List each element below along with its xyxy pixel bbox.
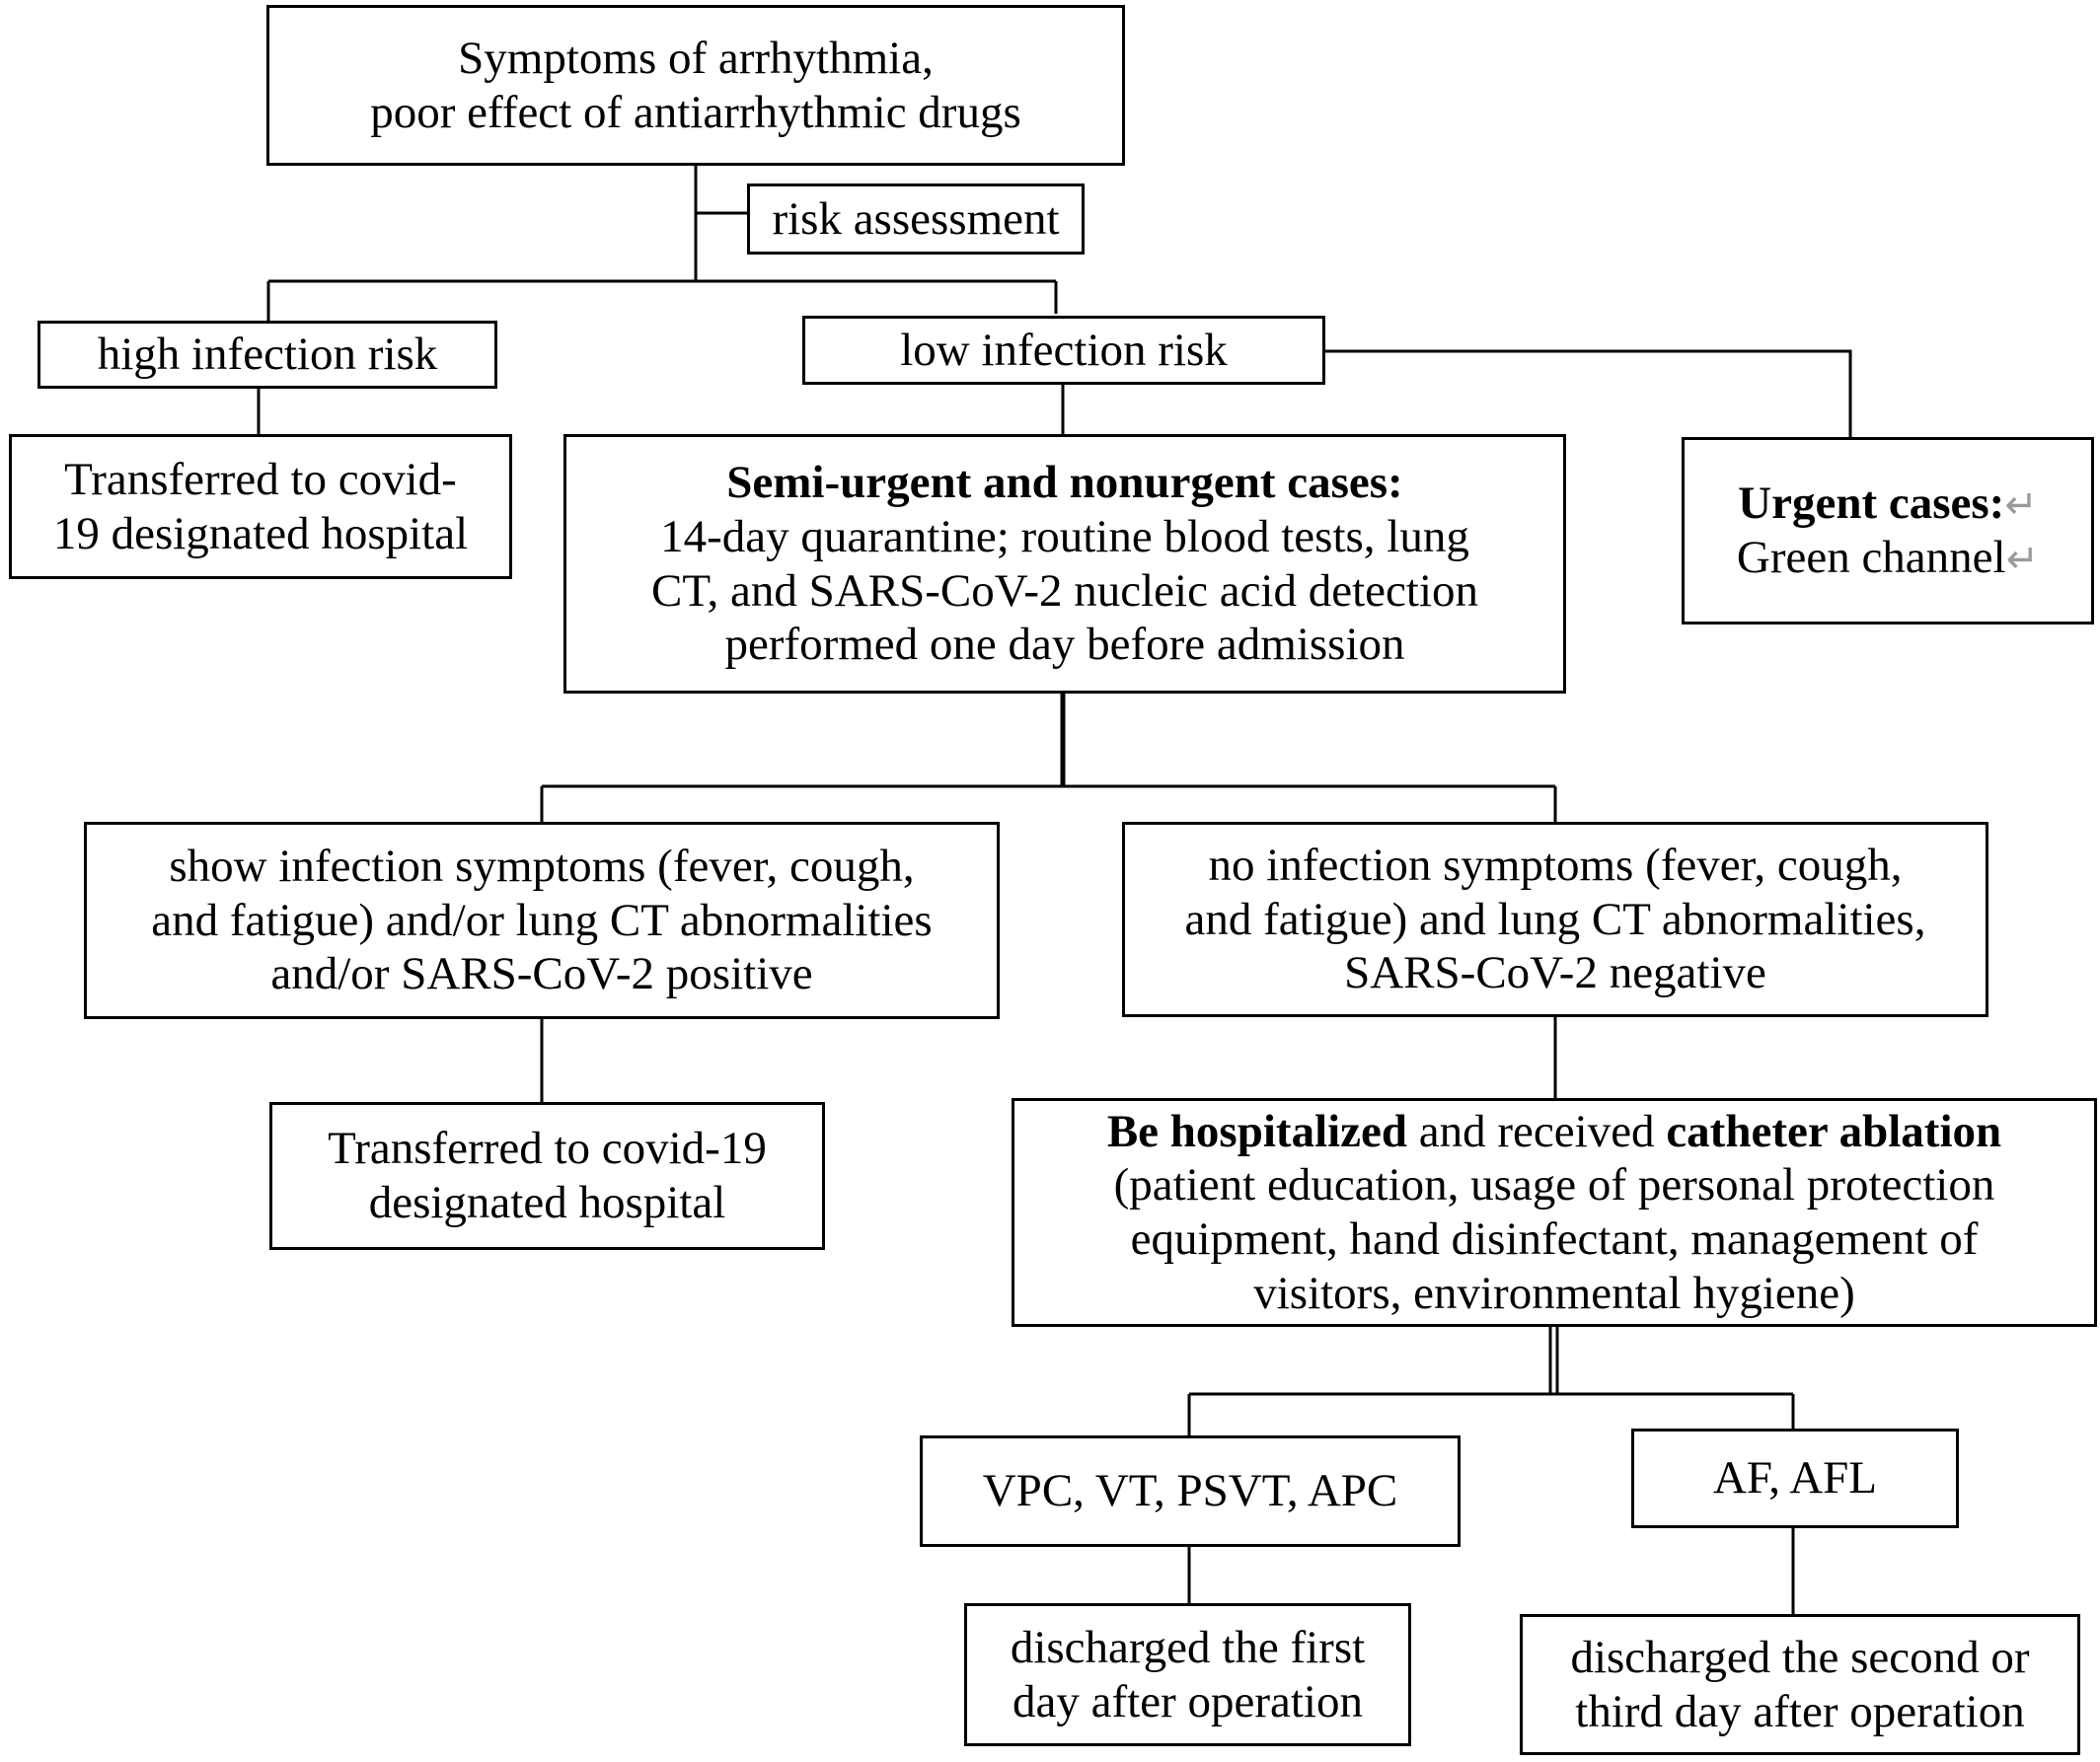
- node-vpc-group-label: VPC, VT, PSVT, APC: [982, 1465, 1398, 1517]
- node-hospitalized-line3: equipment, hand disinfectant, management…: [1130, 1213, 1979, 1265]
- node-transferred-high-line2: 19 designated hospital: [52, 507, 469, 559]
- node-discharge-second-line2: third day after operation: [1575, 1685, 2025, 1737]
- node-symptoms-line2: poor effect of antiarrhythmic drugs: [370, 86, 1021, 138]
- node-urgent-heading: Urgent cases:↵: [1738, 477, 2038, 531]
- node-urgent-line1: Green channel↵: [1737, 531, 2039, 585]
- node-hospitalized-line4: visitors, environmental hygiene): [1253, 1267, 1855, 1319]
- connector-low-to-urgent: [1324, 349, 1852, 437]
- node-risk-assessment-label: risk assessment: [772, 192, 1060, 245]
- node-risk-assessment: risk assessment: [747, 184, 1085, 255]
- return-mark-icon: ↵: [2005, 537, 2040, 581]
- node-urgent-heading-text: Urgent cases:: [1738, 477, 2005, 530]
- node-semi-urgent-heading: Semi-urgent and nonurgent cases:: [726, 456, 1402, 510]
- return-mark-icon: ↵: [2004, 482, 2038, 528]
- node-no-symptoms-line1: no infection symptoms (fever, cough,: [1208, 840, 1903, 892]
- node-transferred-high: Transferred to covid- 19 designated hosp…: [9, 434, 512, 579]
- node-show-symptoms-line2: and fatigue) and/or lung CT abnormalitie…: [151, 894, 933, 946]
- node-high-risk-label: high infection risk: [97, 329, 438, 381]
- node-hospitalized: Be hospitalized and received catheter ab…: [1012, 1098, 2097, 1327]
- node-no-symptoms: no infection symptoms (fever, cough, and…: [1122, 822, 1988, 1017]
- node-discharge-first-line1: discharged the first: [1010, 1621, 1366, 1673]
- node-discharge-second: discharged the second or third day after…: [1520, 1614, 2080, 1755]
- node-symptoms-line1: Symptoms of arrhythmia,: [458, 32, 934, 84]
- node-semi-urgent: Semi-urgent and nonurgent cases: 14-day …: [563, 434, 1566, 694]
- node-hospitalized-line2: (patient education, usage of personal pr…: [1113, 1159, 1995, 1211]
- node-vpc-group: VPC, VT, PSVT, APC: [920, 1435, 1461, 1547]
- node-low-risk: low infection risk: [802, 316, 1325, 385]
- node-symptoms: Symptoms of arrhythmia, poor effect of a…: [266, 5, 1125, 166]
- node-high-risk: high infection risk: [38, 321, 497, 389]
- node-discharge-second-line1: discharged the second or: [1570, 1631, 2030, 1683]
- node-no-symptoms-line2: and fatigue) and lung CT abnormalities,: [1184, 893, 1926, 945]
- node-urgent-line1-text: Green channel: [1736, 532, 2006, 583]
- node-discharge-first: discharged the first day after operation: [964, 1603, 1411, 1746]
- node-show-symptoms-line3: and/or SARS-CoV-2 positive: [270, 948, 813, 1000]
- node-semi-urgent-line1: 14-day quarantine; routine blood tests, …: [660, 510, 1469, 562]
- node-transferred-symptoms: Transferred to covid-19 designated hospi…: [269, 1102, 825, 1250]
- node-af-group: AF, AFL: [1631, 1429, 1959, 1528]
- node-semi-urgent-line3: performed one day before admission: [724, 619, 1405, 671]
- node-transferred-symptoms-line2: designated hospital: [368, 1177, 726, 1228]
- node-semi-urgent-heading-text: Semi-urgent and nonurgent cases:: [726, 457, 1403, 509]
- node-transferred-high-line1: Transferred to covid-: [64, 453, 457, 505]
- node-show-symptoms: show infection symptoms (fever, cough, a…: [84, 822, 1000, 1019]
- node-show-symptoms-line1: show infection symptoms (fever, cough,: [169, 841, 915, 893]
- node-hospitalized-bold2: catheter ablation: [1666, 1105, 2002, 1157]
- node-hospitalized-mid: and received: [1407, 1105, 1667, 1157]
- node-semi-urgent-line2: CT, and SARS-CoV-2 nucleic acid detectio…: [650, 564, 1478, 617]
- node-urgent: Urgent cases:↵ Green channel↵: [1682, 437, 2094, 624]
- node-low-risk-label: low infection risk: [900, 324, 1228, 376]
- node-no-symptoms-line3: SARS-CoV-2 negative: [1344, 947, 1766, 999]
- node-discharge-first-line2: day after operation: [1012, 1675, 1363, 1727]
- node-af-group-label: AF, AFL: [1712, 1452, 1877, 1505]
- node-transferred-symptoms-line1: Transferred to covid-19: [328, 1123, 767, 1175]
- node-hospitalized-bold1: Be hospitalized: [1106, 1105, 1408, 1157]
- node-hospitalized-line1: Be hospitalized and received catheter ab…: [1107, 1105, 2001, 1159]
